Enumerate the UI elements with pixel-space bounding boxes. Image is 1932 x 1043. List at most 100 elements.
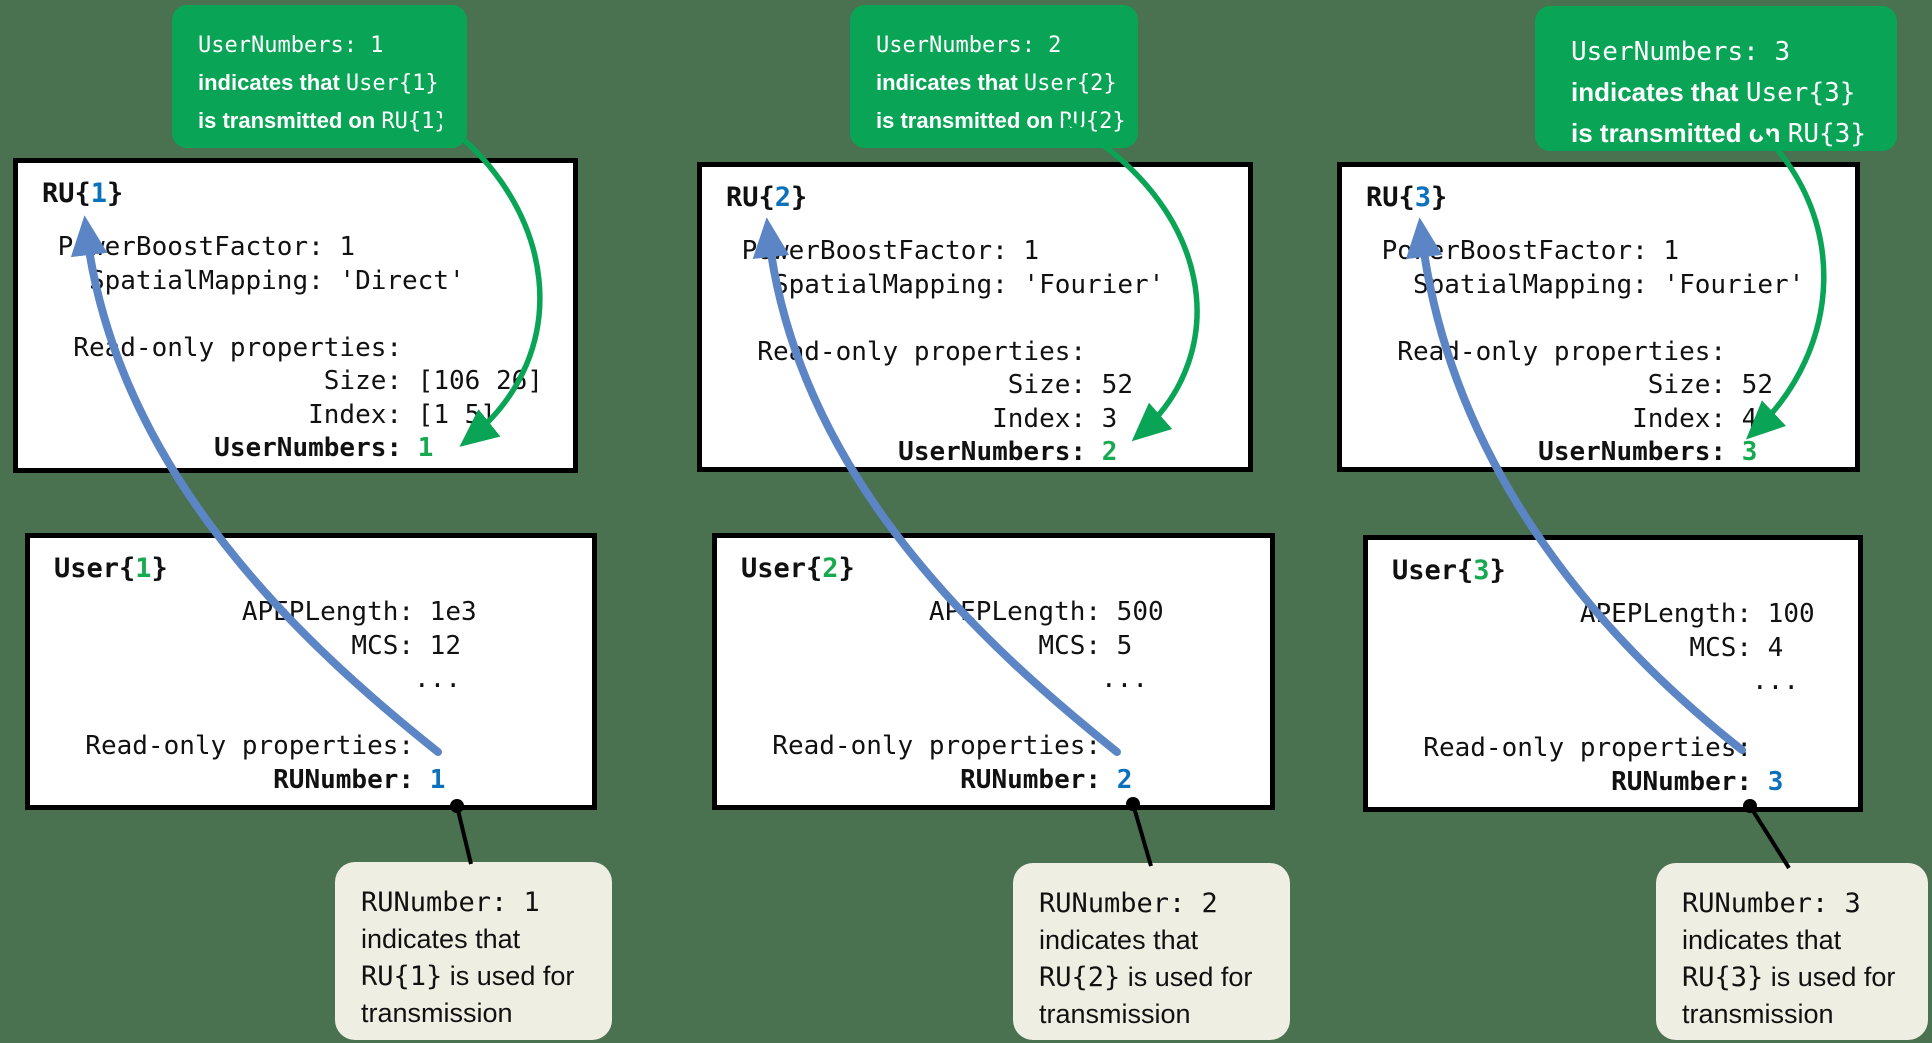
property-line: APEPLength: 100 xyxy=(1392,599,1815,629)
callout-text-line: is transmitted on RU{3} xyxy=(1571,113,1887,154)
callout-text-line: transmission xyxy=(1039,999,1191,1029)
blank-line xyxy=(42,298,573,332)
callout-text: indicates that xyxy=(876,70,1024,95)
callout-text-line: indicates that User{2} xyxy=(876,64,1128,102)
callout-text-line: transmission xyxy=(1682,999,1834,1029)
runumber-line: RUNumber: 2 xyxy=(741,764,1133,795)
property-line: Index: 4 xyxy=(1366,403,1758,434)
user-box-2: User{2} APEPLength: 500 MCS: 5 ... Read-… xyxy=(712,533,1275,810)
user-box-title: User{3} xyxy=(1392,555,1506,586)
callout-text: is used for xyxy=(1120,962,1253,992)
callout-text: is transmitted on xyxy=(1571,118,1788,148)
callout-code-line: RUNumber: 3 xyxy=(1682,888,1861,919)
connector-runumber3 xyxy=(1748,804,1791,870)
property-line: MCS: 5 xyxy=(741,630,1133,661)
connector-runumber1 xyxy=(455,805,473,865)
beige-callout-runumber-1: RUNumber: 1 indicates that RU{1} is used… xyxy=(335,862,612,1040)
blank-line xyxy=(1392,699,1858,733)
connector-runumber2 xyxy=(1131,803,1153,867)
callout-code: RU{3} xyxy=(1787,119,1866,149)
property-line: SpatialMapping: 'Direct' xyxy=(42,265,465,296)
property-line: APEPLength: 1e3 xyxy=(54,597,477,627)
property-line: Size: 52 xyxy=(1366,370,1773,400)
property-line: PowerBoostFactor: 1 xyxy=(726,236,1040,266)
callout-code: User{3} xyxy=(1745,78,1856,108)
property-line: PowerBoostFactor: 1 xyxy=(1366,236,1680,266)
callout-text-line: RU{1} is used for xyxy=(361,958,602,995)
callout-text: indicates that xyxy=(1571,77,1746,107)
callout-code: RU{1} xyxy=(381,109,448,134)
property-line: Read-only properties: xyxy=(726,336,1087,367)
user-box-1: User{1} APEPLength: 1e3 MCS: 12 ... Read… xyxy=(25,533,597,810)
runumber-line: RUNumber: 3 xyxy=(1392,766,1784,797)
usernumbers-line: UserNumbers: 1 xyxy=(42,433,434,463)
blank-line xyxy=(726,302,1248,336)
callout-text: is transmitted on xyxy=(198,108,382,133)
callout-text: is transmitted on xyxy=(876,108,1060,133)
property-line: ... xyxy=(741,664,1148,694)
property-line: SpatialMapping: 'Fourier' xyxy=(1366,269,1805,300)
green-callout-usernumbers-3: UserNumbers: 3 indicates that User{3} is… xyxy=(1535,6,1897,151)
user-box-3: User{3} APEPLength: 100 MCS: 4 ... Read-… xyxy=(1363,535,1863,812)
ru-box-1: RU{1} PowerBoostFactor: 1 SpatialMapping… xyxy=(13,158,578,473)
user-box-title: User{2} xyxy=(741,553,855,584)
blank-line xyxy=(741,697,1270,731)
property-line: Read-only properties: xyxy=(1366,336,1727,367)
property-line: APEPLength: 500 xyxy=(741,597,1164,627)
property-line: ... xyxy=(1392,666,1799,696)
green-callout-usernumbers-1: UserNumbers: 1 indicates that User{1} is… xyxy=(172,5,467,148)
property-line: Read-only properties: xyxy=(42,332,403,363)
property-line: Read-only properties: xyxy=(1392,733,1753,763)
callout-text-line: RU{2} is used for xyxy=(1039,959,1280,996)
callout-text-line: indicates that User{3} xyxy=(1571,72,1887,113)
property-line: Read-only properties: xyxy=(741,731,1102,761)
callout-text-line: indicates that User{1} xyxy=(198,64,457,102)
callout-code-line: UserNumbers: 1 xyxy=(198,33,384,58)
property-line: SpatialMapping: 'Fourier' xyxy=(726,269,1165,300)
property-line: MCS: 4 xyxy=(1392,632,1784,663)
callout-code-line: UserNumbers: 2 xyxy=(876,33,1062,58)
callout-code-line: RUNumber: 1 xyxy=(361,887,540,918)
green-callout-usernumbers-2: UserNumbers: 2 indicates that User{2} is… xyxy=(850,5,1138,148)
blank-line xyxy=(1366,302,1855,336)
property-line: Size: [106 26] xyxy=(42,366,543,396)
ru-box-2: RU{2} PowerBoostFactor: 1 SpatialMapping… xyxy=(697,162,1253,472)
property-line: PowerBoostFactor: 1 xyxy=(42,232,356,262)
callout-code-line: UserNumbers: 3 xyxy=(1571,37,1791,67)
blank-line xyxy=(54,697,592,731)
callout-text-line: indicates that xyxy=(1039,925,1199,955)
callout-text-line: is transmitted on RU{2} xyxy=(876,102,1128,140)
callout-text-line: indicates that xyxy=(361,924,521,954)
property-line: Index: [1 5] xyxy=(42,399,496,430)
ru-box-title: RU{2} xyxy=(726,182,808,213)
ru-box-3: RU{3} PowerBoostFactor: 1 SpatialMapping… xyxy=(1337,162,1860,472)
runumber-line: RUNumber: 1 xyxy=(54,764,446,795)
property-line: Read-only properties: xyxy=(54,731,415,761)
callout-code-line: RUNumber: 2 xyxy=(1039,888,1218,919)
usernumbers-line: UserNumbers: 2 xyxy=(726,437,1118,467)
callout-text-line: RU{3} is used for xyxy=(1682,959,1918,996)
property-line: MCS: 12 xyxy=(54,630,461,661)
callout-code: RU{2} xyxy=(1059,109,1126,134)
callout-code: RU{3} xyxy=(1682,962,1764,993)
callout-code: RU{1} xyxy=(361,961,443,992)
user-box-title: User{1} xyxy=(54,553,168,584)
callout-text-line: transmission xyxy=(361,998,513,1028)
property-line: Index: 3 xyxy=(726,403,1118,434)
callout-code: User{1} xyxy=(345,71,439,96)
callout-code: RU{2} xyxy=(1039,962,1121,993)
callout-text-line: is transmitted on RU{1} xyxy=(198,102,457,140)
beige-callout-runumber-2: RUNumber: 2 indicates that RU{2} is used… xyxy=(1013,863,1290,1040)
callout-text-line: indicates that xyxy=(1682,925,1842,955)
callout-text: is used for xyxy=(1763,962,1896,992)
property-line: ... xyxy=(54,664,461,694)
usernumbers-line: UserNumbers: 3 xyxy=(1366,437,1758,467)
ru-box-title: RU{1} xyxy=(42,178,124,209)
beige-callout-runumber-3: RUNumber: 3 indicates that RU{3} is used… xyxy=(1656,863,1928,1040)
property-line: Size: 52 xyxy=(726,370,1133,400)
callout-text: is used for xyxy=(442,961,575,991)
callout-code: User{2} xyxy=(1023,71,1117,96)
callout-text: indicates that xyxy=(198,70,346,95)
